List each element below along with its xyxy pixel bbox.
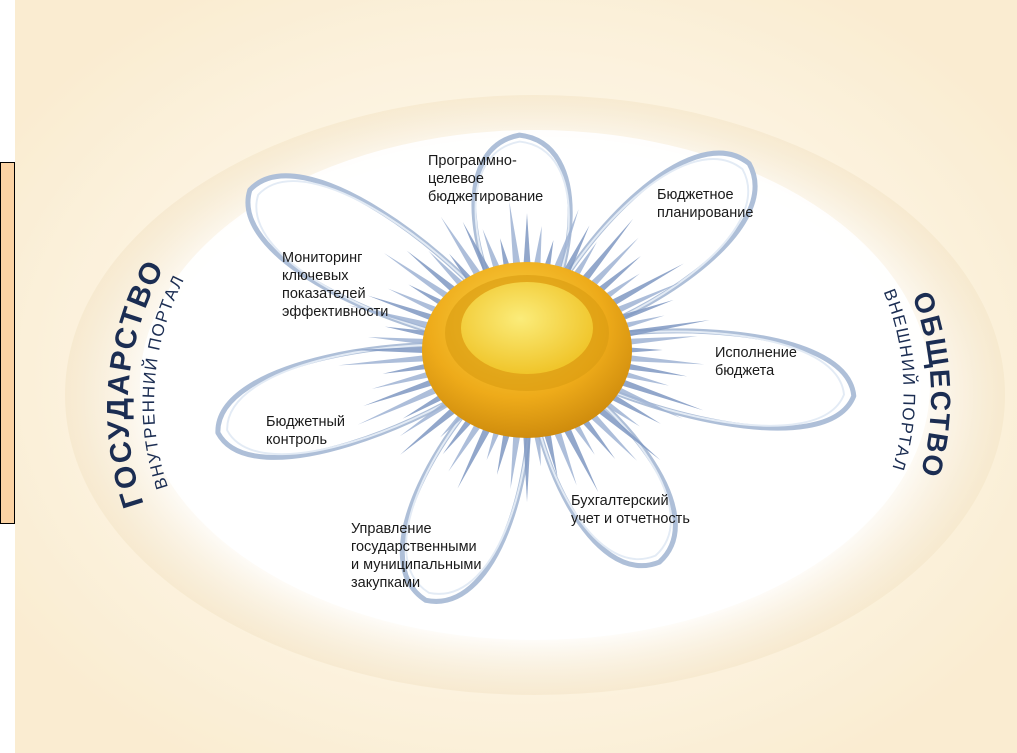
spike — [612, 319, 710, 340]
spike — [357, 380, 452, 425]
spike — [383, 252, 462, 308]
spike — [338, 353, 440, 366]
spike — [347, 305, 445, 333]
spike — [614, 353, 705, 365]
spike — [602, 380, 683, 419]
spike — [363, 374, 448, 406]
spike — [602, 282, 681, 320]
spike — [614, 336, 698, 347]
spike — [606, 374, 704, 411]
spike — [367, 337, 440, 347]
spike — [522, 213, 532, 279]
spike — [556, 415, 599, 493]
spike — [612, 360, 688, 377]
spike — [352, 346, 440, 354]
spike — [522, 421, 532, 502]
spike — [457, 415, 498, 489]
spike — [400, 398, 468, 455]
spike — [509, 201, 523, 279]
spike — [579, 237, 639, 297]
flower-center — [422, 262, 632, 438]
spike — [572, 218, 634, 293]
spike — [586, 398, 661, 461]
spike — [597, 263, 684, 314]
spike — [440, 216, 490, 289]
center-spikes — [338, 201, 710, 502]
spike — [367, 295, 448, 326]
spike — [510, 421, 523, 489]
side-panel — [0, 162, 15, 524]
spike — [548, 209, 579, 283]
